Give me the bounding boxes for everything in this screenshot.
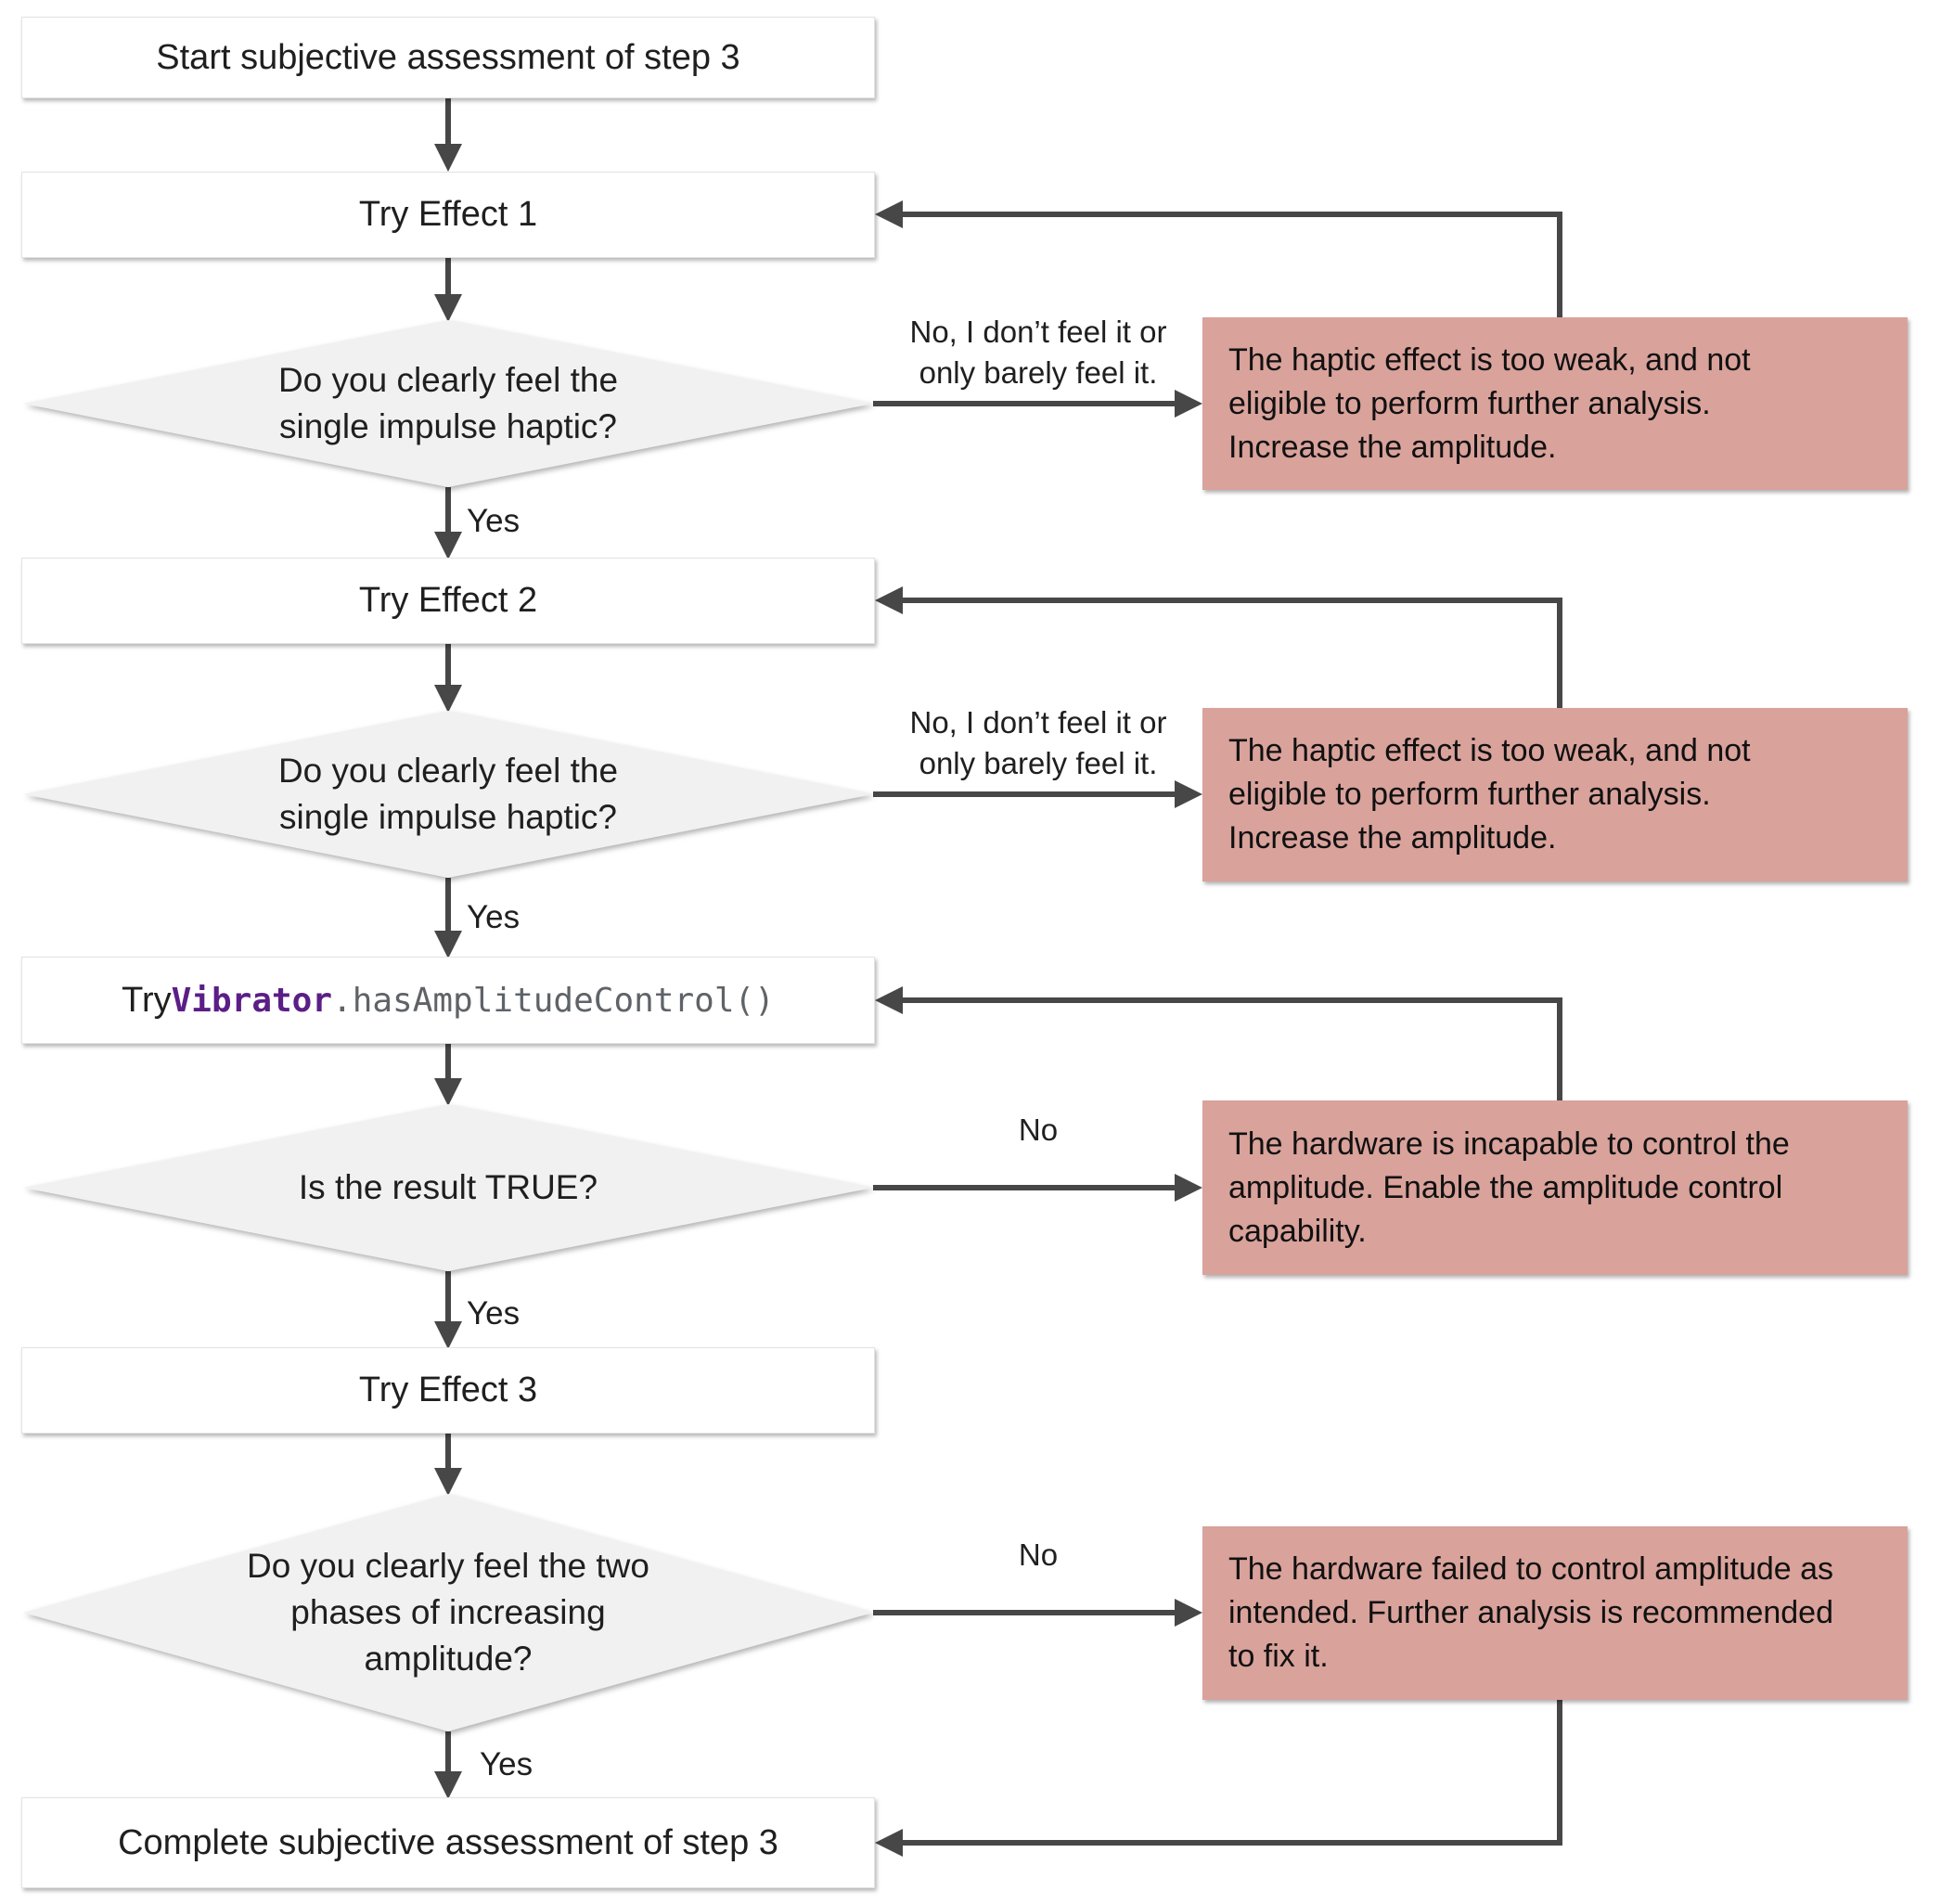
decision4-line1: Do you clearly feel the two — [247, 1547, 649, 1585]
decision-diamonds — [23, 320, 873, 1731]
arrowhead-right-icon — [1175, 1174, 1202, 1202]
arrowheads — [434, 144, 1202, 1857]
yes-label-4: Yes — [480, 1746, 533, 1782]
arrowhead-down-icon — [434, 144, 462, 172]
alert-too-weak-2: The haptic effect is too weak, and not e… — [1202, 708, 1908, 881]
alert3-line1: The hardware is incapable to control the — [1228, 1126, 1790, 1162]
decision4-line2: phases of increasing — [290, 1593, 606, 1631]
alert1-line3: Increase the amplitude. — [1228, 429, 1557, 465]
try-effect-3-node: Try Effect 3 — [21, 1347, 875, 1434]
try-api-method: .hasAmplitudeControl() — [332, 981, 775, 1020]
arrowhead-down-icon — [434, 931, 462, 958]
alert1-line2: eligible to perform further analysis. — [1228, 385, 1711, 421]
alert-failed-amplitude: The hardware failed to control amplitude… — [1202, 1526, 1908, 1700]
no-label-2: No, I don’t feel it or only barely feel … — [890, 702, 1187, 784]
arrowhead-left-icon — [875, 986, 903, 1014]
complete-label: Complete subjective assessment of step 3 — [118, 1822, 778, 1862]
no-label-2-line2: only barely feel it. — [919, 746, 1158, 780]
alert3-line3: capability. — [1228, 1213, 1367, 1249]
try-effect-2-node: Try Effect 2 — [21, 558, 875, 644]
start-node: Start subjective assessment of step 3 — [21, 17, 875, 98]
decision2-line2: single impulse haptic? — [278, 798, 618, 836]
try-effect-2-label: Try Effect 2 — [358, 581, 538, 620]
no-label-1: No, I don’t feel it or only barely feel … — [890, 312, 1187, 393]
loop-alert3-to-tryapi — [903, 997, 1562, 1100]
arrowhead-right-icon — [1175, 390, 1202, 418]
no-label-1-line1: No, I don’t feel it or — [909, 315, 1167, 349]
arrowhead-right-icon — [1175, 1599, 1202, 1627]
decision1-text: Do you clearly feel the single impulse h… — [123, 357, 773, 450]
arrowhead-right-icon — [1175, 780, 1202, 808]
arrowhead-left-icon — [875, 1829, 903, 1857]
decision2-line1: Do you clearly feel the — [277, 752, 619, 790]
alert1-line1: The haptic effect is too weak, and not — [1228, 341, 1751, 378]
no-label-2-line1: No, I don’t feel it or — [909, 705, 1167, 740]
arrowhead-down-icon — [434, 685, 462, 713]
arrowhead-left-icon — [875, 586, 903, 614]
decision1-line1: Do you clearly feel the — [277, 361, 619, 399]
alert-incapable-amplitude: The hardware is incapable to control the… — [1202, 1100, 1908, 1275]
complete-node: Complete subjective assessment of step 3 — [21, 1797, 875, 1888]
start-label: Start subjective assessment of step 3 — [156, 37, 740, 77]
try-api-class: Vibrator — [171, 981, 333, 1020]
alert2-line2: eligible to perform further analysis. — [1228, 777, 1711, 812]
try-api-node: Try Vibrator.hasAmplitudeControl() — [21, 957, 875, 1044]
decision2-diamond — [23, 711, 873, 878]
decision4-line3: amplitude? — [364, 1640, 533, 1678]
decision1-diamond — [23, 320, 873, 487]
flow-lines — [445, 98, 1562, 1846]
try-effect-1-node: Try Effect 1 — [21, 172, 875, 258]
yes-label-2: Yes — [467, 899, 521, 935]
arrowhead-down-icon — [434, 1771, 462, 1799]
try-api-prefix: Try — [122, 980, 172, 1020]
decision1-line2: single impulse haptic? — [278, 407, 618, 445]
yes-label-3: Yes — [467, 1295, 521, 1332]
loop-alert2-to-try2 — [903, 598, 1562, 708]
alert2-line3: Increase the amplitude. — [1228, 820, 1557, 856]
decision4-text: Do you clearly feel the two phases of in… — [123, 1543, 773, 1682]
try-effect-1-label: Try Effect 1 — [358, 195, 538, 234]
no-label-3: No — [1018, 1113, 1059, 1147]
arrowhead-down-icon — [434, 294, 462, 322]
decision3-diamond — [23, 1104, 873, 1271]
loop-alert1-to-try1 — [903, 212, 1562, 317]
decision3-text: Is the result TRUE? — [123, 1164, 773, 1211]
alert3-line2: amplitude. Enable the amplitude control — [1228, 1169, 1783, 1205]
arrowhead-left-icon — [875, 200, 903, 228]
decision3-label: Is the result TRUE? — [298, 1168, 598, 1206]
alert4-line1: The hardware failed to control amplitude… — [1228, 1551, 1834, 1587]
arrowhead-down-icon — [434, 1321, 462, 1349]
alert4-line3: to fix it. — [1228, 1639, 1329, 1674]
decision4-diamond — [23, 1494, 873, 1731]
alert-too-weak-1: The haptic effect is too weak, and not e… — [1202, 317, 1908, 490]
no-label-4: No — [1018, 1537, 1059, 1572]
alert4-line2: intended. Further analysis is recommende… — [1228, 1595, 1833, 1630]
arrowhead-down-icon — [434, 532, 462, 560]
decision2-text: Do you clearly feel the single impulse h… — [123, 748, 773, 841]
try-effect-3-label: Try Effect 3 — [358, 1370, 538, 1409]
loop-alert4-to-complete — [903, 1700, 1562, 1846]
arrowhead-down-icon — [434, 1468, 462, 1496]
yes-label-1: Yes — [467, 503, 521, 539]
arrowhead-down-icon — [434, 1078, 462, 1106]
no-label-1-line2: only barely feel it. — [919, 355, 1158, 390]
alert2-line1: The haptic effect is too weak, and not — [1228, 733, 1751, 768]
